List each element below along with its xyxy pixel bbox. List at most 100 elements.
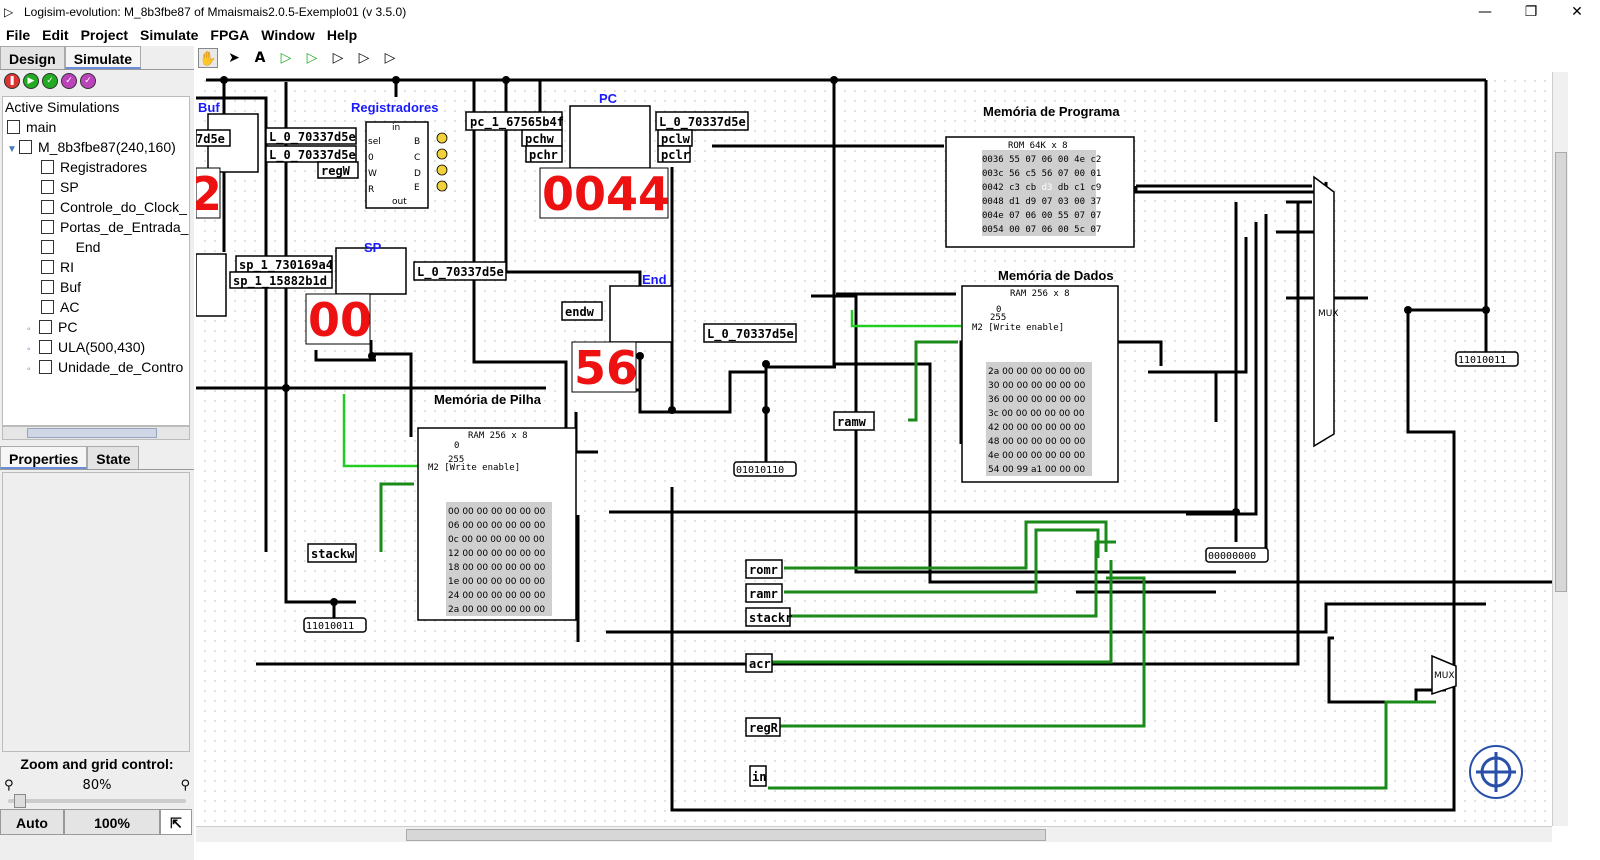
- subcircuit-icon: [41, 260, 54, 274]
- collapse-toggle-icon[interactable]: ◦: [27, 364, 31, 375]
- or-gate-icon[interactable]: ▷: [384, 50, 396, 66]
- tunnel-romr[interactable]: romr: [745, 559, 783, 579]
- zoom-slider-knob[interactable]: [14, 794, 26, 808]
- tree-item-pc[interactable]: ◦PC: [27, 317, 77, 337]
- tunnel-acr[interactable]: acr: [745, 653, 773, 673]
- minimize-icon[interactable]: —: [1478, 4, 1492, 20]
- tree-horizontal-scrollbar[interactable]: [2, 426, 190, 440]
- close-icon[interactable]: ✕: [1571, 4, 1583, 20]
- subcircuit-icon: [39, 360, 52, 374]
- tick-clocks-enabled-icon[interactable]: ✓: [80, 73, 96, 89]
- title-memoria-pilha: Memória de Pilha: [434, 392, 542, 407]
- tree-item-sp[interactable]: SP: [41, 177, 79, 197]
- tree-item-end[interactable]: End: [41, 237, 100, 257]
- tunnel-pchw[interactable]: pchw: [521, 129, 563, 147]
- scroll-thumb[interactable]: [27, 428, 157, 438]
- tab-properties[interactable]: Properties: [0, 446, 88, 469]
- collapse-toggle-icon[interactable]: ◦: [27, 324, 31, 335]
- svg-text:W: W: [368, 169, 377, 179]
- tree-item-controle-do-clock[interactable]: Controle_do_Clock_: [41, 197, 187, 217]
- hex-sp-digit-0: 0: [308, 293, 340, 347]
- left-tab-row: Design Simulate: [0, 46, 194, 70]
- tree-item-portas-de-entrada[interactable]: Portas_de_Entrada_: [41, 217, 188, 237]
- hex-pc-digit-2: 4: [606, 167, 638, 221]
- zoom-slider[interactable]: [8, 794, 186, 808]
- tunnel-ramr[interactable]: ramr: [745, 583, 783, 603]
- hex-pc-digit-1: 0: [574, 167, 606, 221]
- text-tool-icon[interactable]: A: [254, 50, 266, 66]
- tree-item-ri[interactable]: RI: [41, 257, 74, 277]
- tunnel-sp-b[interactable]: sp_1_15882b1d: [229, 271, 333, 289]
- tree-item-ac[interactable]: AC: [41, 297, 79, 317]
- tunnel-pclr[interactable]: pclr: [657, 145, 691, 163]
- and-gate-icon[interactable]: ▷: [358, 50, 370, 66]
- expand-toggle-icon[interactable]: ▼: [7, 144, 17, 155]
- tunnel-buf-a[interactable]: 7d5e: [196, 129, 231, 147]
- zoom-100-button[interactable]: 100%: [64, 809, 160, 835]
- zoom-out-icon[interactable]: ⚲: [4, 778, 14, 793]
- tab-simulate[interactable]: Simulate: [64, 46, 142, 69]
- svg-text:24 00 00 00 00 00 00: 24 00 00 00 00 00 00: [448, 591, 546, 601]
- stop-simulation-icon[interactable]: ❚: [4, 73, 20, 89]
- zoom-auto-button[interactable]: Auto: [0, 809, 64, 835]
- mux-main-label: MUX: [1318, 309, 1339, 319]
- tunnel-regr[interactable]: regR: [745, 717, 781, 737]
- menu-window[interactable]: Window: [261, 27, 315, 43]
- probe-zero: 00000000: [1208, 551, 1256, 562]
- tunnel-reg-b[interactable]: L_0_70337d5e: [265, 145, 357, 163]
- tunnel-regw[interactable]: regW: [317, 161, 359, 179]
- window-title: Logisim-evolution: M_8b3fbe87 of Mmaisma…: [24, 5, 407, 19]
- tunnel-pc-out[interactable]: L_0_70337d5e: [655, 111, 749, 131]
- tunnel-endw[interactable]: endw: [561, 301, 603, 321]
- canvas-horizontal-scrollbar[interactable]: [196, 826, 1552, 842]
- arrow-select-icon[interactable]: ➤: [228, 50, 240, 66]
- tree-instance[interactable]: ▼M_8b3fbe87(240,160): [7, 137, 176, 157]
- tree-item-registradores[interactable]: Registradores: [41, 157, 147, 177]
- tab-design[interactable]: Design: [0, 46, 65, 69]
- menu-file[interactable]: File: [6, 27, 31, 43]
- hscroll-thumb[interactable]: [406, 829, 1046, 841]
- canvas-vertical-scrollbar[interactable]: [1552, 72, 1568, 826]
- maximize-icon[interactable]: ❐: [1524, 4, 1538, 20]
- collapse-toggle-icon[interactable]: ◦: [27, 344, 31, 355]
- tree-item-buf[interactable]: Buf: [41, 277, 81, 297]
- tunnel-stackr[interactable]: stackr: [745, 607, 792, 627]
- menu-help[interactable]: Help: [326, 27, 358, 43]
- tunnel-reg-a[interactable]: L_0_70337d5e: [265, 127, 357, 145]
- tunnel-pc-in[interactable]: pc_1_67565b4f: [465, 111, 564, 131]
- tree-item-unidade-de-controle[interactable]: ◦Unidade_de_Contro: [27, 357, 183, 377]
- step-simulation-icon[interactable]: ▶: [23, 73, 39, 89]
- menu-project[interactable]: Project: [80, 27, 129, 43]
- hand-poke-icon[interactable]: ✋: [198, 48, 218, 68]
- tick-clock-icon[interactable]: ✓: [61, 73, 77, 89]
- menu-simulate[interactable]: Simulate: [140, 27, 199, 43]
- tab-state[interactable]: State: [87, 446, 140, 469]
- step-half-icon[interactable]: ✓: [42, 73, 58, 89]
- tunnel-sp-out[interactable]: L_0_70337d5e: [413, 261, 507, 281]
- svg-text:L_0_70337d5e: L_0_70337d5e: [659, 115, 746, 130]
- tunnel-in[interactable]: in: [749, 765, 767, 787]
- grid-toggle-icon[interactable]: ⇱: [160, 809, 192, 835]
- menu-fpga[interactable]: FPGA: [210, 27, 250, 43]
- menu-edit[interactable]: Edit: [42, 27, 69, 43]
- probe-left-bottom: 11010011: [306, 621, 354, 632]
- probe-mid: 01010110: [736, 465, 784, 476]
- tunnel-end-out[interactable]: L_0_70337d5e: [703, 323, 797, 343]
- tree-item-ula[interactable]: ◦ULA(500,430): [27, 337, 145, 357]
- tunnel-pchr[interactable]: pchr: [525, 145, 563, 163]
- tunnel-stackw[interactable]: stackw: [307, 543, 357, 563]
- not-gate-icon[interactable]: ▷: [332, 50, 344, 66]
- tree-header: Active Simulations: [5, 99, 120, 115]
- tunnel-pclw[interactable]: pclw: [657, 129, 693, 147]
- tunnel-sp-a[interactable]: sp_1_730169a4: [235, 255, 333, 273]
- svg-text:M2 [Write enable]: M2 [Write enable]: [972, 323, 1064, 333]
- zoom-in-icon[interactable]: ⚲: [180, 778, 190, 793]
- vscroll-thumb[interactable]: [1555, 152, 1567, 592]
- navigation-compass-icon[interactable]: [1469, 745, 1523, 799]
- output-pin-icon[interactable]: ▷: [306, 50, 318, 66]
- tree-root[interactable]: main: [7, 117, 56, 137]
- circuit-canvas[interactable]: Buf Registradores PC SP End Memória de P…: [196, 72, 1552, 826]
- circuit-svg[interactable]: Buf Registradores PC SP End Memória de P…: [196, 72, 1552, 826]
- tunnel-ramw[interactable]: ramw: [833, 411, 875, 431]
- input-pin-icon[interactable]: ▷: [280, 50, 292, 66]
